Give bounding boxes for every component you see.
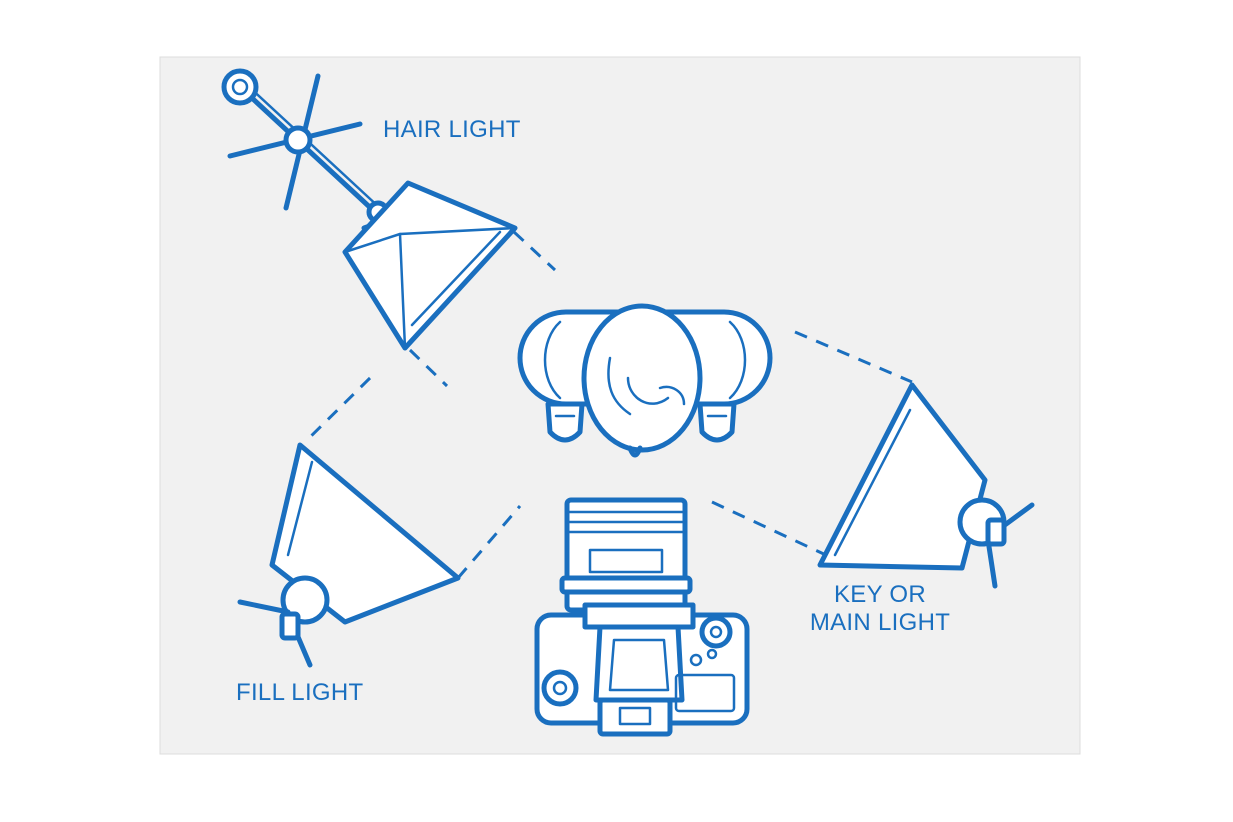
boom-arm-inner <box>244 82 383 211</box>
fill-light-icon <box>237 442 461 668</box>
pentaprism <box>593 624 685 703</box>
lens-mount <box>582 602 696 630</box>
right-arm-line <box>728 320 747 400</box>
hair-line-1 <box>607 356 632 416</box>
mode-dial-icon <box>699 615 733 649</box>
hair-light-icon <box>221 68 518 351</box>
fill-light-beam-lower <box>456 505 522 579</box>
hair-line-3 <box>658 385 686 406</box>
viewfinder <box>597 697 673 737</box>
left-hand <box>545 401 585 443</box>
key-light-label-line2: MAIN LIGHT <box>810 609 950 636</box>
pentaprism-top <box>608 638 670 692</box>
left-arm-line <box>543 320 562 400</box>
light-beams <box>303 230 913 579</box>
top-lcd-screen <box>674 673 736 713</box>
hair-light-label: HAIR LIGHT <box>383 116 521 143</box>
hair-softbox-diffuser <box>410 230 502 327</box>
fill-light-label: FILL LIGHT <box>236 679 364 706</box>
key-softbox-front-edge <box>818 383 914 567</box>
subject-icon <box>517 303 773 458</box>
fill-stand-mount <box>279 611 301 641</box>
boom-counterweight-inner <box>231 78 249 96</box>
hair-light-beam-lower <box>408 348 449 388</box>
key-softbox-diffuser <box>833 408 912 557</box>
camera-icon <box>534 497 750 737</box>
fill-softbox-diffuser <box>286 460 314 557</box>
fill-stand-leg-1 <box>237 599 291 615</box>
shutter-dial-inner <box>552 680 568 696</box>
key-stand-mount <box>985 517 1007 547</box>
key-stand-leg-2 <box>985 537 998 589</box>
hair-line-2 <box>626 376 670 405</box>
hair-light-beam-upper <box>512 230 557 272</box>
lens-focus-ring <box>559 575 693 595</box>
head <box>581 303 703 453</box>
fill-softbox-front-edge <box>298 443 460 580</box>
button-1-icon <box>689 653 703 667</box>
mode-dial-inner <box>709 625 723 639</box>
nose <box>627 445 643 458</box>
key-light-label-line1: KEY OR <box>834 581 926 608</box>
button-2-icon <box>706 648 718 660</box>
stand-hub-icon <box>283 125 313 155</box>
boom-counterweight-icon <box>221 68 259 106</box>
hot-shoe <box>618 706 652 726</box>
lens-window <box>588 548 664 574</box>
fill-light-head-icon <box>280 575 330 625</box>
key-light-icon <box>817 382 1035 589</box>
hair-softbox-edge-2 <box>398 232 407 350</box>
right-hand <box>697 401 737 443</box>
shutter-dial-icon <box>541 669 579 707</box>
fill-light-beam-upper <box>303 376 372 444</box>
